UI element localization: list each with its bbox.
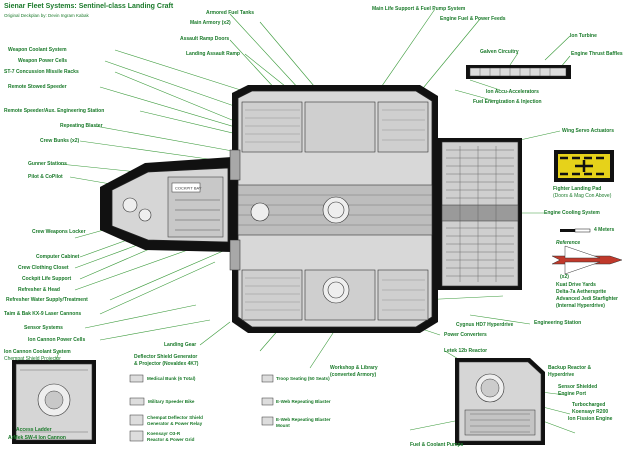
label-armek-ion-cannon: ArMek SW-4 Ion Cannon: [8, 435, 66, 441]
label-letek-reactor: Letek 12b Reactor: [444, 348, 488, 354]
legend-speeder-bike: Military Speeder Bike: [148, 399, 195, 404]
label-turbocharged-2: Koensayr R200: [572, 409, 609, 415]
label-cockpit-life-support: Cockpit Life Support: [22, 276, 72, 282]
label-refresher-head: Refresher & Head: [18, 287, 60, 293]
label-wing-servo: Wing Servo Actuators: [562, 128, 614, 134]
legend-medical-bunk: Medical Bunk (6 Total): [147, 376, 196, 381]
diagram-title: Sienar Fleet Systems: Sentinel-class Lan…: [4, 3, 174, 10]
label-four-meters: 4 Meters: [594, 227, 615, 233]
label-turbocharged-3: Ion Fission Engine: [568, 416, 613, 422]
label-turbocharged-1: Turbocharged: [572, 402, 606, 408]
label-backup-reactor: Backup Reactor &: [548, 365, 592, 371]
label-power-converters: Power Converters: [444, 332, 487, 338]
label-sensor-shielded-2: Engine Port: [558, 391, 587, 397]
label-reference: Reference: [556, 240, 581, 246]
label-workshop-library: Workshop & Library: [330, 365, 378, 371]
label-remote-speeder-engineering: Remote Speeder/Aux. Engineering Station: [4, 108, 105, 114]
wing-sections: [438, 138, 522, 290]
cockpit-section: COCKPIT BAY: [100, 157, 232, 252]
label-fuel-energization: Fuel Energization & Injection: [473, 99, 542, 105]
label-main-life-support: Main Life Support & Fuel Pump System: [372, 6, 466, 12]
label-computer-cabinet: Computer Cabinet: [36, 254, 80, 260]
label-engineering-station: Engineering Station: [534, 320, 582, 326]
scale-bar: [560, 228, 591, 233]
label-remote-stowed-speeder: Remote Stowed Speeder: [8, 84, 67, 90]
label-access-ladder: Access Ladder: [16, 427, 52, 433]
label-gunner-stations: Gunner Stations: [28, 161, 67, 167]
label-kuat-1: Kuat Drive Yards: [556, 282, 596, 288]
label-engine-thrust-baffles-1: Engine Thrust Baffles: [571, 51, 623, 57]
legend-icons: [129, 374, 274, 442]
label-galven-circuitry: Galven Circuitry: [480, 49, 519, 55]
label-weapon-power-cells: Weapon Power Cells: [18, 58, 68, 64]
main-hull: [229, 85, 438, 333]
label-sensor-shielded: Sensor Shielded: [558, 384, 598, 390]
label-kuat-2: Delta-7a Aethersprite: [556, 289, 607, 295]
legend-chempat-2: Generator & Power Relay: [147, 421, 203, 426]
label-crew-clothing-closet: Crew Clothing Closet: [18, 265, 69, 271]
reference-starfighter: [551, 245, 623, 275]
legend-eweb-blaster: E-Web Repeating Blaster: [276, 399, 331, 404]
eweb-mount-icon: [261, 416, 274, 426]
label-refresher-water: Refresher Water Supply/Treatment: [6, 297, 88, 303]
ion-cannon-section: [12, 360, 96, 444]
eweb-blaster-icon: [261, 397, 274, 406]
legend-eweb-mount-2: Mount: [276, 423, 290, 428]
label-concussion-missile: ST-7 Concussion Missile Racks: [4, 69, 79, 75]
label-pilot-copilot: Pilot & CoPilot: [28, 174, 63, 180]
reactor-grid-icon: [129, 430, 144, 442]
label-assault-ramp-doors: Assault Ramp Doors: [180, 36, 230, 42]
label-ion-cannon-coolant: Ion Cannon Coolant System: [4, 349, 71, 355]
fighter-landing-pad: [554, 150, 614, 182]
legend-chempat-1: Chempat Deflector Shield: [147, 415, 203, 420]
legend-troop-seating: Troop Seating (50 Seats): [276, 376, 330, 381]
chempat-generator-icon: [129, 414, 144, 426]
label-kuat-4: (Internal Hyperdrive): [556, 303, 605, 309]
label-landing-gear: Landing Gear: [164, 342, 197, 348]
label-ion-cannon-power-cells: Ion Cannon Power Cells: [28, 337, 86, 343]
label-fighter-x2: (x2): [560, 274, 569, 280]
label-chempat-shield-projector: Chempat Shield Projector: [4, 356, 61, 362]
label-engine-fuel-power: Engine Fuel & Power Feeds: [440, 16, 506, 22]
label-fighter-landing-pad-sub: (Doors & Mag Con Above): [553, 193, 612, 199]
label-fighter-landing-pad: Fighter Landing Pad: [553, 186, 602, 192]
legend-reactor-2: Reactor & Power Grid: [147, 437, 195, 442]
label-crew-bunks: Crew Bunks (x2): [40, 138, 80, 144]
legend-eweb-mount-1: E-Web Repeating Blaster: [276, 417, 331, 422]
troop-seating-icon: [261, 374, 274, 383]
label-ion-turbine: Ion Turbine: [570, 33, 597, 39]
engine-detail: [466, 65, 571, 79]
label-weapon-coolant: Weapon Coolant System: [8, 47, 67, 53]
label-repeating-blaster: Repeating Blaster: [60, 123, 103, 129]
medical-bunk-icon: [129, 374, 144, 383]
label-deflector-shield-2: & Projector (Novaldex 4K7): [134, 361, 199, 367]
label-fuel-coolant-pumps: Fuel & Coolant Pumps: [410, 442, 464, 448]
label-taim-bak: Taim & Bak KX-9 Laser Cannons: [4, 311, 82, 317]
label-kuat-3: Advanced Jedi Starfighter: [556, 296, 618, 302]
label-engine-cooling: Engine Cooling System: [544, 210, 600, 216]
engineering-section: [455, 358, 545, 445]
label-main-armory: Main Armory (x2): [190, 20, 231, 26]
legend-reactor-1: Koensayr O3-R: [147, 431, 181, 436]
label-backup-reactor-2: Hyperdrive: [548, 372, 575, 378]
label-landing-assault-ramp: Landing Assault Ramp: [186, 51, 240, 57]
diagram-subtitle: Original Deckplan by: Devin Ingram Kabak: [4, 13, 89, 18]
cockpit-sign: COCKPIT BAY: [175, 186, 202, 191]
label-ion-accelerators: Ion Accu-Accelerators: [486, 89, 539, 95]
label-crew-weapons-locker-1: Crew Weapons Locker: [32, 229, 86, 235]
speeder-bike-icon: [129, 397, 145, 406]
label-cygnus-hyperdrive: Cygnus HD7 Hyperdrive: [456, 322, 514, 328]
label-armored-fuel-tanks: Armored Fuel Tanks: [206, 10, 254, 16]
label-workshop-library-2: (converted Armory): [330, 372, 377, 378]
label-deflector-shield-1: Deflector Shield Generator: [134, 354, 198, 360]
label-sensor-systems: Sensor Systems: [24, 325, 63, 331]
